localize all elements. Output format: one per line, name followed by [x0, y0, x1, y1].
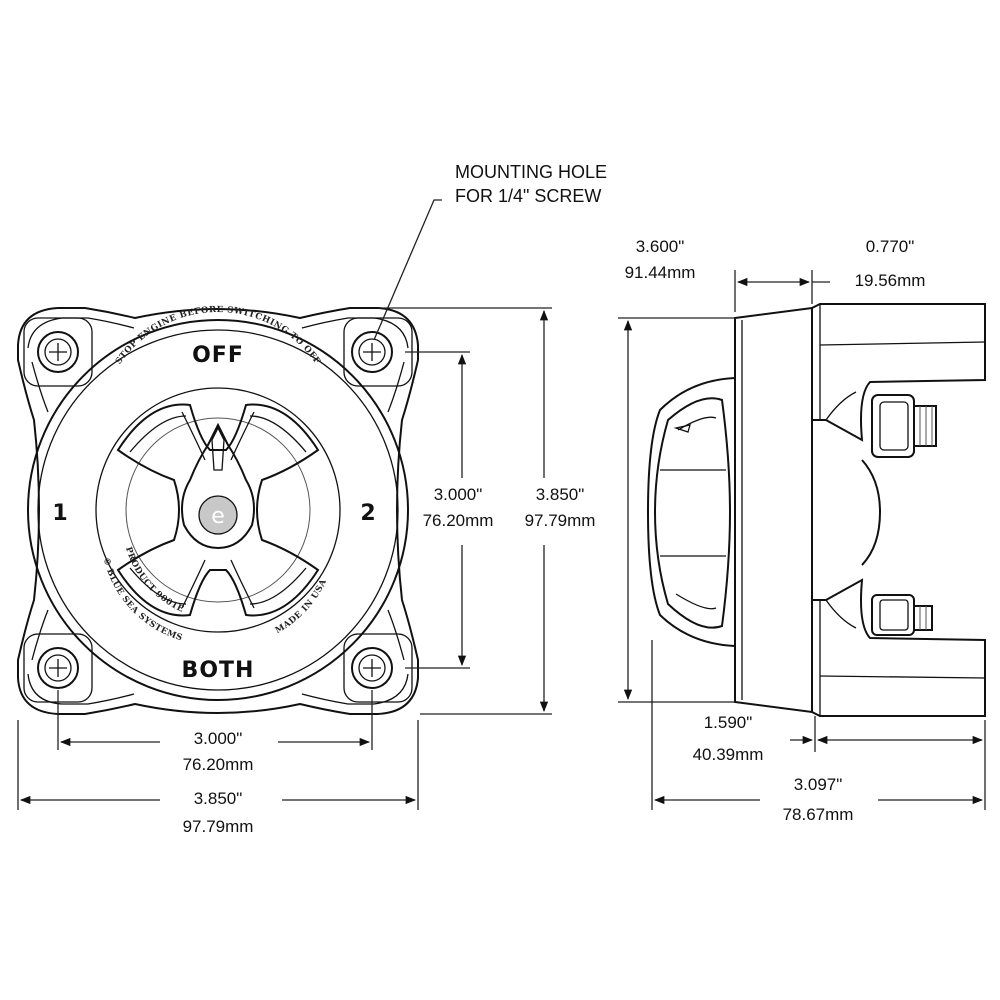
side-housing — [734, 306, 813, 714]
label-both: BOTH — [182, 658, 255, 683]
dim-overall-horizontal-in: 3.850" — [194, 789, 243, 808]
dim-front-depth-in: 1.590" — [704, 713, 753, 732]
label-position-1: 1 — [52, 501, 67, 526]
dim-total-depth-in: 3.097" — [794, 775, 843, 794]
top-terminal-stud — [871, 394, 937, 458]
dim-rear-depth-mm: 19.56mm — [855, 271, 926, 290]
side-knob-dome — [646, 377, 736, 647]
label-off: OFF — [192, 343, 244, 368]
switch-bezel-outer — [27, 319, 409, 701]
side-dimensions: 3.600" 91.44mm 0.770" 19.56mm 1.590" 40.… — [618, 237, 986, 824]
rotary-knob — [116, 403, 320, 617]
front-dimensions: 3.000" 76.20mm 3.850" 97.79mm 3.000" 76.… — [17, 307, 596, 836]
dim-total-depth-mm: 78.67mm — [783, 805, 854, 824]
dim-hole-horizontal-mm: 76.20mm — [183, 755, 254, 774]
bottom-terminal-stud — [871, 594, 933, 636]
mounting-flange — [17, 307, 419, 715]
mounting-hole-callout: MOUNTING HOLE FOR 1/4" SCREW — [373, 162, 607, 341]
switch-dial-ring — [95, 387, 341, 633]
side-view — [646, 303, 986, 717]
front-view: e OFF BOTH 1 2 STOP ENGINE BEFORE SWITCH… — [17, 305, 419, 715]
dim-overall-vertical-mm: 97.79mm — [525, 511, 596, 530]
callout-line-2: FOR 1/4" SCREW — [455, 186, 601, 206]
dim-overall-horizontal-mm: 97.79mm — [183, 817, 254, 836]
dim-hole-horizontal-in: 3.000" — [194, 729, 243, 748]
rear-center-hub — [861, 459, 882, 566]
dim-hole-vertical-mm: 76.20mm — [423, 511, 494, 530]
rear-terminal-bottom — [811, 578, 986, 717]
callout-line-1: MOUNTING HOLE — [455, 162, 607, 182]
dim-front-depth-mm: 40.39mm — [693, 745, 764, 764]
dim-rear-depth-in: 0.770" — [866, 237, 915, 256]
label-position-2: 2 — [360, 501, 375, 526]
logo-badge — [198, 495, 238, 535]
rear-terminal-top — [811, 303, 986, 442]
dim-height-mm: 91.44mm — [625, 263, 696, 282]
logo-letter: e — [211, 504, 225, 529]
dim-hole-vertical-in: 3.000" — [434, 485, 483, 504]
dim-overall-vertical-in: 3.850" — [536, 485, 585, 504]
dim-height-in: 3.600" — [636, 237, 685, 256]
